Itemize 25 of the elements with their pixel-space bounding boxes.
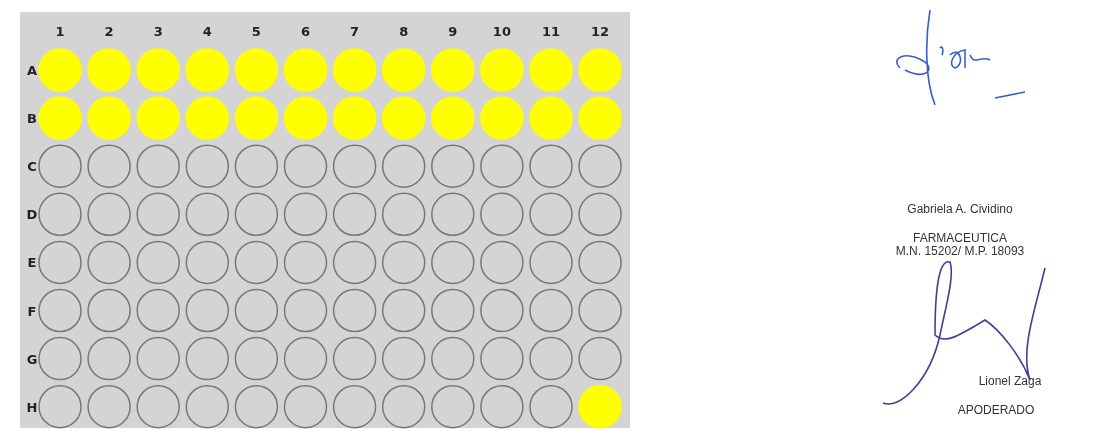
row-letter: B: [27, 111, 37, 125]
row-letter: D: [26, 207, 38, 221]
signature-stamp-text: M.N. 15202/ M.P. 18093: [895, 245, 1025, 257]
column-number: 10: [492, 24, 511, 38]
column-number: 5: [251, 24, 261, 38]
column-number: 12: [591, 24, 610, 38]
column-number: 11: [541, 24, 561, 38]
column-number: 6: [301, 24, 310, 38]
signature-stamp-text: Gabriela A. Cividino: [907, 203, 1013, 215]
column-number: 2: [104, 24, 114, 38]
column-number: 7: [350, 24, 360, 38]
row-letter: A: [26, 63, 38, 77]
row-letter: H: [26, 400, 38, 414]
signature-stamp-text: APODERADO: [957, 404, 1035, 416]
column-number: 9: [448, 24, 458, 38]
signature-stamp-text: Lionel Zaga: [978, 375, 1042, 387]
column-number: 3: [153, 24, 163, 38]
column-number: 8: [399, 24, 409, 38]
column-number: 4: [202, 24, 212, 38]
signature-stamp-text: FARMACEUTICA: [913, 232, 1007, 244]
row-letter: F: [27, 304, 37, 317]
row-letter: E: [27, 255, 37, 269]
row-letter: C: [27, 159, 37, 173]
column-number: 1: [55, 24, 65, 38]
row-letter: G: [26, 352, 38, 366]
